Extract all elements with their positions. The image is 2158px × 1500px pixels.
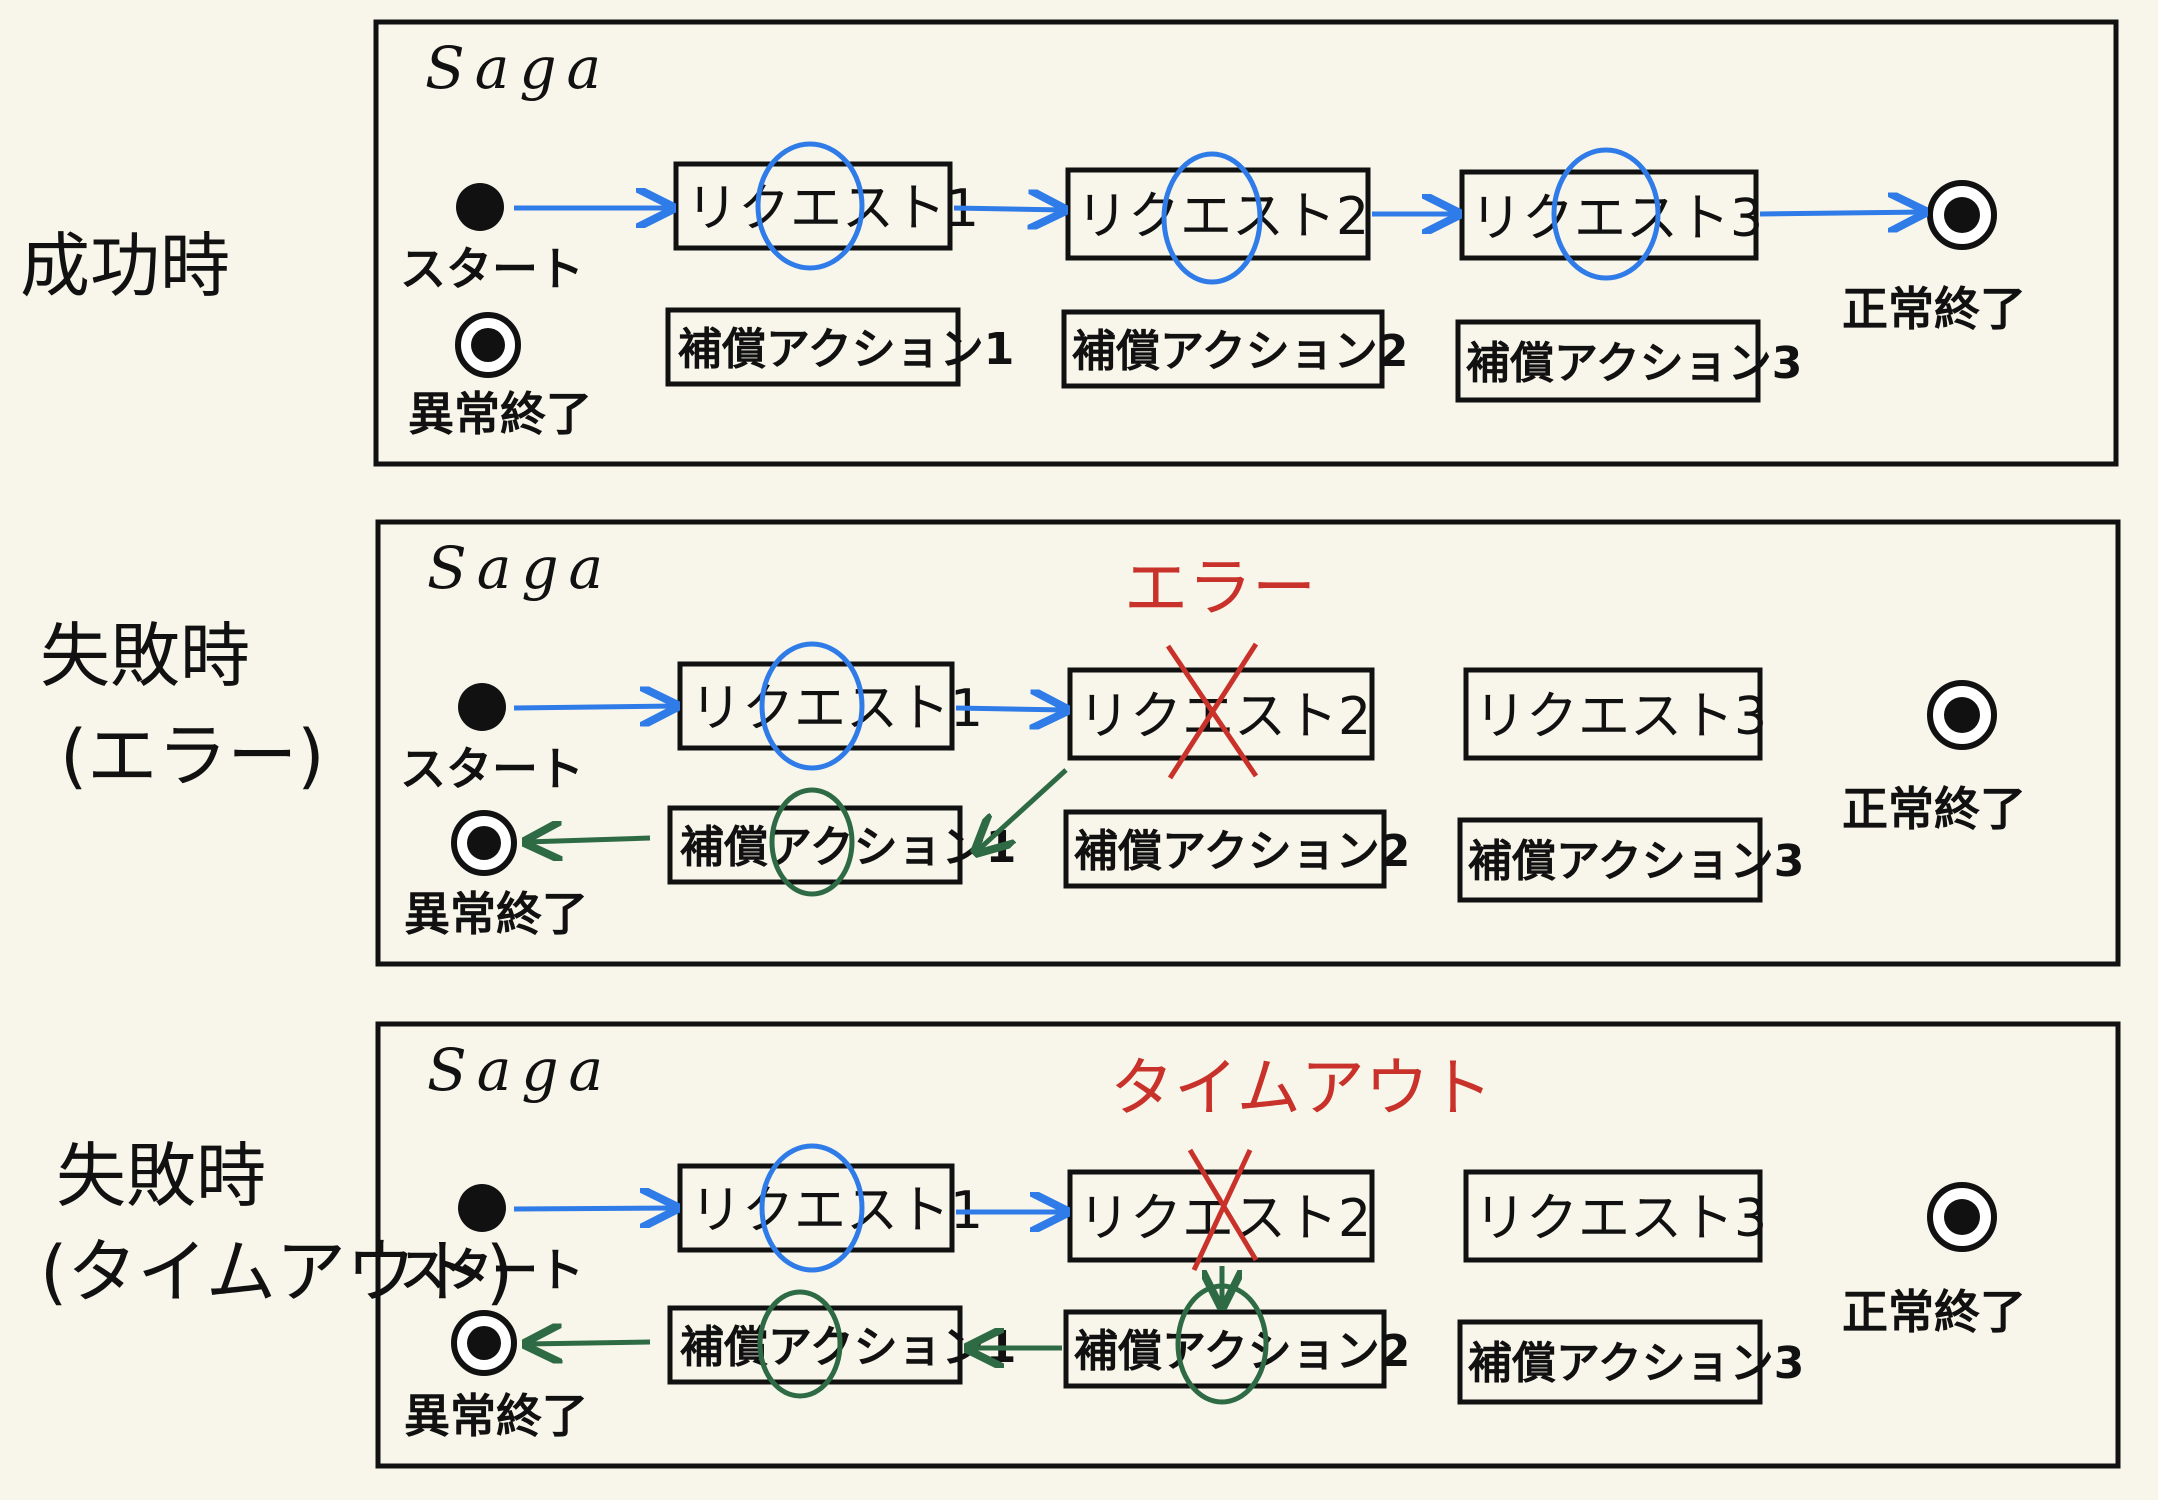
compensation-check-circle	[769, 787, 855, 897]
success-check-circle	[755, 141, 865, 271]
start-label: スタート	[400, 742, 584, 796]
compensation-box-3	[1457, 1319, 1763, 1405]
compensation-box-1	[667, 805, 963, 885]
flow-arrow	[513, 1208, 676, 1209]
scenario-success: 成功時 Saga スタート 異常終了 リクエスト1 リクエスト2 リクエスト3 …	[20, 19, 2119, 467]
scenario-failure-timeout: 失敗時 (タイムアウト) Saga タイムアウト スタート 異常終了 リクエスト…	[40, 1021, 2121, 1469]
abnormal-end-label: 異常終了	[404, 887, 588, 941]
flow-arrow	[513, 706, 676, 708]
error-note: エラー	[1124, 552, 1316, 626]
compensation-label-2: 補償アクション2	[1072, 326, 1408, 377]
normal-end-label: 正常終了	[1842, 282, 2026, 336]
saga-frame	[375, 1021, 2121, 1469]
saga-frame	[375, 519, 2121, 967]
request-box-3	[1459, 169, 1759, 261]
request-label-3: リクエスト3	[1470, 189, 1763, 249]
normal-end-label: 正常終了	[1842, 1285, 2026, 1339]
request-label-3: リクエスト3	[1474, 687, 1767, 747]
compensation-check-circle	[1175, 1283, 1269, 1405]
request-label-1: リクエスト1	[690, 1181, 983, 1241]
saga-label: Saga	[427, 534, 613, 602]
request-box-3	[1463, 1169, 1763, 1263]
request-label-1: リクエスト1	[686, 179, 979, 239]
request-box-1	[673, 161, 953, 251]
compensation-arrow	[526, 1342, 651, 1344]
request-label-2: リクエスト2	[1076, 187, 1369, 247]
compensation-box-3	[1455, 319, 1761, 403]
flow-arrow	[1759, 212, 1924, 214]
saga-label: Saga	[427, 1036, 613, 1104]
request-box-2	[1067, 1169, 1375, 1263]
compensation-box-1	[665, 307, 961, 387]
start-node	[456, 183, 504, 231]
saga-label: Saga	[425, 34, 611, 102]
compensation-label-2: 補償アクション2	[1074, 826, 1410, 877]
saga-frame	[373, 19, 2119, 467]
failure-cross	[1165, 642, 1259, 780]
compensation-label-3: 補償アクション3	[1468, 1338, 1804, 1389]
compensation-box-1	[667, 1305, 963, 1385]
success-check-circle	[759, 1143, 865, 1273]
compensation-label-3: 補償アクション3	[1466, 338, 1802, 389]
flow-arrow	[953, 208, 1064, 210]
compensation-box-2	[1061, 309, 1385, 389]
scenario-label-sub: (タイムアウト)	[40, 1231, 513, 1313]
timeout-note: タイムアウト	[1110, 1052, 1493, 1126]
compensation-arrow	[526, 838, 651, 842]
start-label: スタート	[400, 1243, 584, 1297]
start-label: スタート	[400, 242, 584, 296]
compensation-label-1: 補償アクション1	[678, 324, 1014, 375]
compensation-box-3	[1457, 817, 1763, 903]
success-check-circle	[759, 641, 865, 771]
scenario-label-sub: (エラー)	[60, 715, 325, 797]
compensation-arrow	[976, 768, 1068, 852]
scenario-label: 失敗時	[40, 615, 250, 697]
failure-cross	[1187, 1148, 1259, 1272]
request-box-3	[1463, 667, 1763, 761]
scenario-failure-error: 失敗時 (エラー) Saga エラー スタート 異常終了 リクエスト1 リクエス…	[40, 519, 2121, 967]
success-check-circle	[1551, 147, 1661, 281]
scenario-label: 失敗時	[56, 1135, 266, 1217]
compensation-label-3: 補償アクション3	[1468, 836, 1804, 887]
abnormal-end-label: 異常終了	[404, 1389, 588, 1443]
flow-arrow	[955, 708, 1066, 710]
success-check-circle	[1161, 151, 1263, 285]
abnormal-end-label: 異常終了	[408, 387, 592, 441]
scenario-label: 成功時	[20, 225, 230, 307]
start-node	[458, 683, 506, 731]
request-label-2: リクエスト2	[1078, 1189, 1371, 1249]
request-label-1: リクエスト1	[690, 679, 983, 739]
compensation-label-1: 補償アクション1	[680, 1322, 1016, 1373]
request-label-3: リクエスト3	[1474, 1189, 1767, 1249]
compensation-label-2: 補償アクション2	[1074, 1326, 1410, 1377]
start-node	[458, 1184, 506, 1232]
compensation-box-2	[1063, 809, 1387, 889]
normal-end-label: 正常終了	[1842, 782, 2026, 836]
compensation-box-2	[1063, 1309, 1387, 1389]
compensation-check-circle	[757, 1289, 843, 1399]
